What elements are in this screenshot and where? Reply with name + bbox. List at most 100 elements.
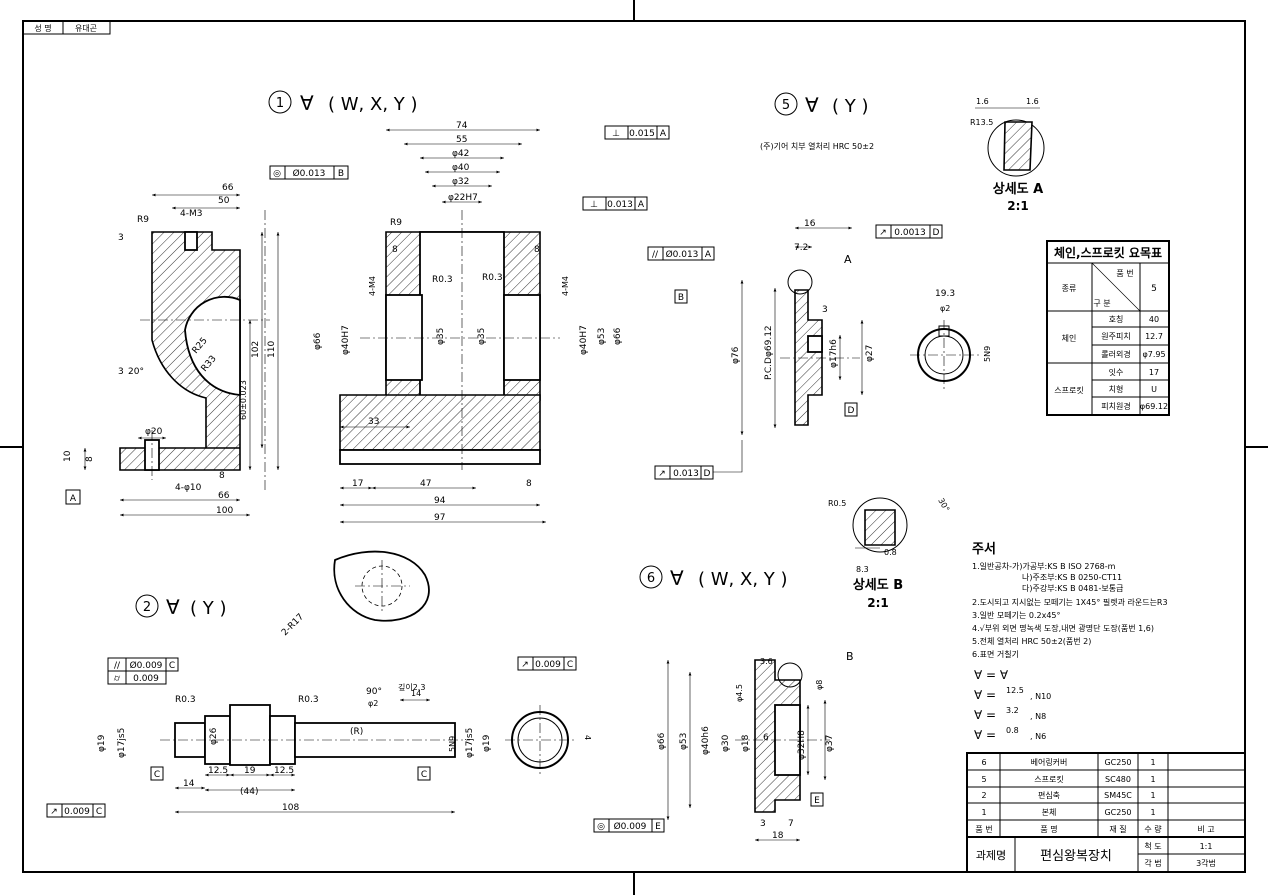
gdt-datum: C: [169, 661, 175, 671]
dim-cover-55: 55: [456, 135, 467, 145]
dim-sh-108: 108: [282, 803, 299, 813]
chain-value: U: [1151, 385, 1157, 394]
note-line: 2.도시되고 지시없는 모떼기는 1X45° 필렛과 라운드는R3: [972, 597, 1168, 607]
dim-spr-7.2: 7.2: [794, 243, 808, 253]
part-no: 1: [981, 808, 986, 817]
rough-x-grade: , N8: [1030, 712, 1046, 721]
gdt-sym: ◎: [597, 822, 605, 832]
chain-value: φ7.95: [1142, 350, 1165, 359]
dim-da-r13.5: R13.5: [970, 118, 993, 127]
part-qty: 1: [1150, 758, 1155, 767]
gdt-sym: //: [114, 661, 121, 671]
dim-cover-phi35a: φ35: [436, 328, 446, 345]
chain-group-sprocket: 스프로킷: [1054, 385, 1083, 395]
dim-sh-phi26: φ26: [209, 727, 219, 745]
dim-db-30deg: 30°: [936, 497, 951, 514]
roughness-symbol-icon: ∀: [670, 566, 684, 590]
gdt-datum: B: [338, 169, 344, 179]
gdt-frame-8: ⌭ 0.009: [107, 670, 167, 685]
dim-cover-97: 97: [434, 513, 445, 523]
dim-cover-r03a: R0.3: [432, 275, 453, 285]
gdt-value: 0.015: [629, 129, 655, 139]
chain-item: 치형: [1109, 385, 1124, 394]
dim-spr-phi2: φ2: [940, 304, 950, 313]
chain-value: φ69.12: [1140, 402, 1168, 411]
view2-roughness: ( Y ): [190, 598, 226, 619]
dim-cover-phi42: φ42: [452, 149, 469, 159]
notes-block: 주서 1.일반공차-가)가공부:KS B ISO 2768-m 나)주조부:KS…: [972, 542, 1168, 742]
dim-db-8.3: 8.3: [856, 565, 869, 574]
parts-list: 6 베어링커버 GC250 1 5 스프로킷 SC480 1 2 편심축 SM4…: [966, 752, 1246, 838]
dim-bu-phi18: φ18: [741, 734, 751, 752]
gdt-datum: A: [705, 250, 712, 260]
dim-sh-phi17js5a: φ17js5: [117, 728, 127, 758]
note-line: 5.전체 열처리 HRC 50±2(품번 2): [972, 636, 1091, 646]
view2-number: 2: [143, 600, 151, 615]
notes-title: 주서: [972, 542, 996, 557]
cover-section-view: 74 55 φ42 φ40 φ32 φ22H7 R9 8 8 4-M4 4-M4…: [313, 121, 623, 524]
dim-cover-r03b: R0.3: [482, 273, 503, 283]
dim-sh-phi17js5b: φ17js5: [465, 728, 475, 758]
dim-body-20deg: 20°: [128, 367, 144, 377]
chain-value: 12.7: [1145, 332, 1163, 341]
gdt-frame-10: ↗ 0.009 C: [46, 803, 106, 818]
chain-head-item: 품 번: [1116, 269, 1133, 278]
parts-header-material: 재 질: [1109, 825, 1126, 834]
dim-bu-phi4.5: φ4.5: [735, 684, 744, 702]
scale-label: 척 도: [1144, 842, 1161, 851]
part-qty: 1: [1150, 791, 1155, 800]
note-line: 1.일반공차-가)가공부:KS B ISO 2768-m: [972, 562, 1116, 571]
dim-body-10: 10: [63, 450, 73, 462]
datum-d-label: D: [848, 406, 855, 416]
part-no: 5: [981, 775, 986, 784]
detail-a-leader: A: [844, 253, 852, 266]
title-label: 과제명: [976, 849, 1006, 862]
dim-sh-14a: 14: [411, 689, 421, 698]
dim-cover-phi66a: φ66: [313, 332, 323, 350]
dim-cover-94: 94: [434, 496, 446, 506]
dim-bu-phi53: φ53: [679, 733, 689, 750]
roughness-base-icon: ∀ = ∀: [974, 668, 1009, 682]
body-part-view: 66 50 4-M3 R9 3 102 110 R25 R33 3 20° 60…: [63, 183, 280, 517]
partial-view-r17: 2-R17: [280, 550, 430, 638]
dim-bu-18: 18: [772, 831, 784, 841]
sprocket-view: 16 7.2 3 A φ76 P.C.Dφ69.12 φ17h6 φ27 D: [731, 219, 875, 435]
note-line: 다)주강부:KS B 0481-보통급: [1022, 583, 1123, 593]
projection-value: 3각법: [1196, 858, 1216, 868]
gdt-datum: E: [655, 822, 661, 832]
title-name: 편심왕복장치: [1040, 849, 1112, 864]
part-name: 스프로킷: [1034, 774, 1063, 784]
gdt-value: 0.0013: [894, 228, 926, 238]
dim-sh-12.5a: 12.5: [208, 766, 228, 776]
dim-body-3b: 3: [118, 367, 124, 377]
dim-cover-phi53: φ53: [597, 328, 607, 345]
chain-value: 17: [1149, 368, 1159, 377]
gdt-frame-2: ◎ Ø0.013 B: [269, 165, 349, 180]
gdt-value: Ø0.013: [293, 168, 326, 179]
gdt-datum: C: [567, 660, 573, 670]
dim-cover-8a: 8: [392, 245, 398, 255]
detail-b: R0.5 30° 8.3 0.8 상세도 B 2:1: [828, 497, 951, 611]
chain-item: 호칭: [1109, 315, 1124, 324]
dim-da-1.6b: 1.6: [1026, 97, 1039, 106]
view5-number: 5: [782, 98, 790, 113]
gdt-frame-9: ↗ 0.009 C: [517, 656, 577, 671]
chain-item: 피치원경: [1101, 401, 1130, 411]
dim-bu-6: 6: [763, 733, 769, 743]
part-material: SM45C: [1104, 791, 1132, 800]
rough-y-val: 0.8: [1006, 726, 1019, 735]
dim-bu-phi40h6: φ40h6: [701, 726, 711, 755]
gdt-datum: D: [933, 228, 940, 238]
dim-cover-74: 74: [456, 121, 468, 131]
gdt-sym: ⊥: [590, 200, 598, 210]
datum-c-label: C: [154, 770, 160, 780]
dim-body-8b: 8: [219, 471, 225, 481]
dim-db-0.8: 0.8: [884, 548, 897, 557]
gdt-sym: ↗: [521, 660, 529, 670]
view5-note: (주)기어 치부 열처리 HRC 50±2: [760, 141, 874, 151]
note-line: 4.√부위 외면 명녹색 도장,내면 광명단 도장(품번 1,6): [972, 623, 1154, 633]
part-name: 베어링커버: [1031, 757, 1068, 767]
gdt-frame-7: // Ø0.009 C: [107, 657, 179, 672]
chain-head-div: 구 분: [1093, 299, 1110, 308]
detail-b-title: 상세도 B: [853, 578, 903, 593]
